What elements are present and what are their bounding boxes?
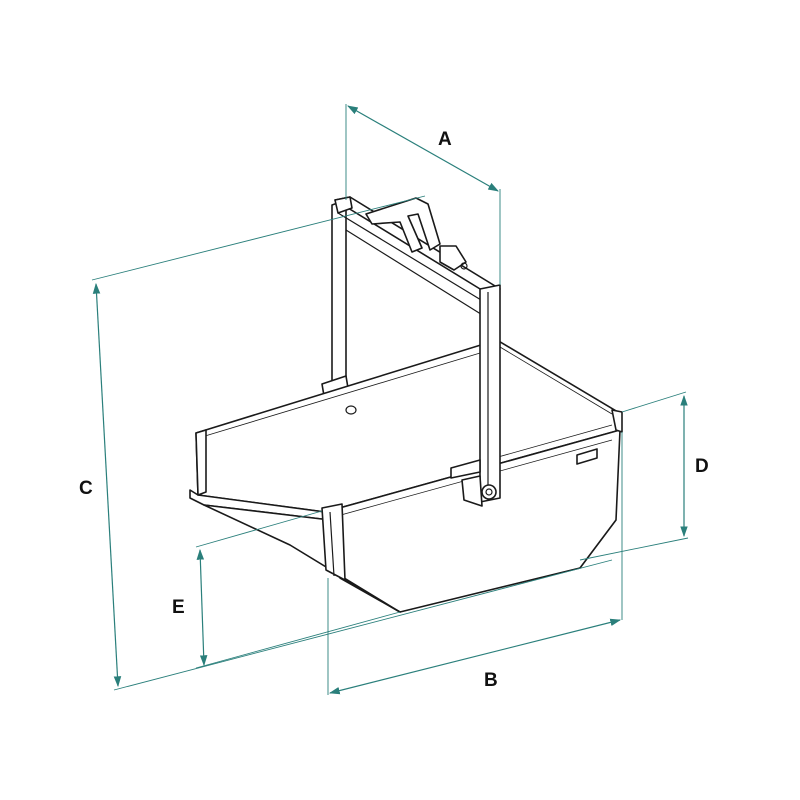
rear-post: [321, 199, 349, 397]
label-b: B: [484, 670, 498, 691]
release-latch: [365, 197, 468, 271]
dimension-d: [579, 391, 689, 561]
label-c: C: [79, 478, 93, 499]
tipping-bucket-drawing: [189, 196, 623, 613]
front-post: [450, 284, 501, 507]
dimension-a: [345, 104, 501, 285]
bucket-body: [189, 339, 623, 613]
dimension-b: [327, 432, 623, 695]
dimension-lines: [91, 104, 689, 695]
label-a: A: [438, 129, 452, 150]
label-d: D: [695, 456, 709, 477]
label-e: E: [172, 597, 185, 618]
